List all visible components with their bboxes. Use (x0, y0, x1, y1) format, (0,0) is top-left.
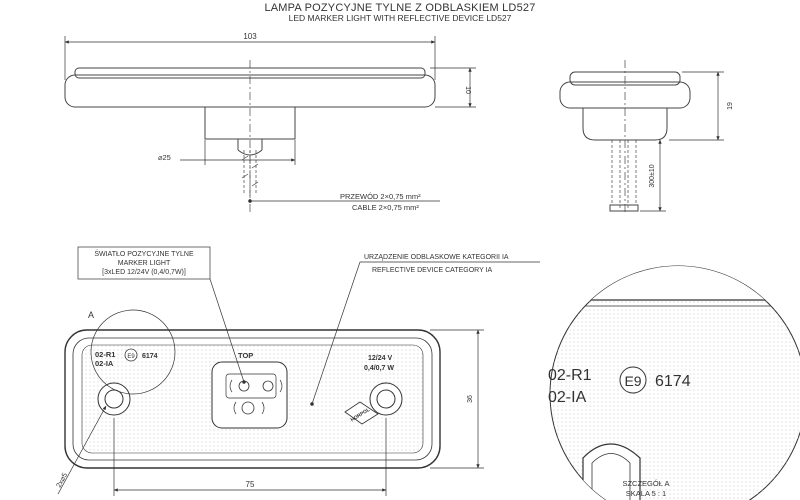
lamp-code-1: 02-R1 (95, 350, 115, 359)
front-view-housing (64, 329, 441, 469)
marker-note-box (77, 246, 246, 384)
dim-height-total (669, 71, 724, 141)
dim-width-total (64, 36, 436, 80)
power-marking: 0,4/0,7 W (364, 365, 394, 372)
cable-note-en: CABLE 2×0,75 mm² (352, 203, 419, 212)
dim-length-holes (113, 418, 387, 496)
front-view-led-2 (262, 380, 274, 392)
voltage-marking: 12/24 V (368, 355, 392, 362)
cable-note-pl: PRZEWÓD 2×0,75 mm² (340, 192, 421, 201)
dim-height-side-label: 10 (464, 86, 471, 94)
front-view-inner-edge (72, 337, 433, 461)
reflector-note-en: REFLECTIVE DEVICE CATEGORY IA (372, 267, 493, 274)
detail-a-label: A (88, 310, 94, 320)
end-view-cable (611, 140, 637, 210)
dim-width-total-label: 103 (243, 32, 257, 41)
front-view (64, 309, 441, 469)
side-view (64, 60, 436, 215)
marker-note-line2: MARKER LIGHT (118, 260, 171, 267)
reflector-leader (310, 261, 540, 406)
side-view-cable-break-marks (241, 155, 259, 187)
detail-approval-number: 6174 (655, 373, 691, 390)
dim-hole-diameter-label: 2x⌀5 (56, 472, 70, 489)
dim-height-front-label: 36 (467, 395, 474, 403)
end-view (559, 60, 691, 215)
side-view-socket (204, 106, 296, 140)
side-view-cable (243, 150, 257, 205)
dim-height-total-label: 19 (727, 102, 734, 110)
dim-cable-length (640, 139, 666, 212)
approval-number: 6174 (142, 353, 158, 360)
dim-height-side (430, 67, 476, 108)
detail-code-2: 02-IA (548, 389, 587, 406)
cable-leader (248, 199, 440, 203)
top-marking: TOP (238, 351, 253, 360)
front-view-led-light-arcs (229, 379, 283, 415)
dim-height-front (430, 329, 484, 469)
lamp-code-2: 02-IA (95, 359, 114, 368)
detail-scale: SKALA 5 : 1 (626, 489, 666, 498)
dim-hole-diameter (57, 405, 107, 495)
detail-caption: SZCZEGÓŁ A (622, 479, 669, 488)
drawing-title-en: LED MARKER LIGHT WITH REFLECTIVE DEVICE … (288, 13, 512, 23)
brand-diamond-logo (344, 401, 379, 425)
detail-e-mark-circle (619, 366, 647, 394)
e-mark-circle (124, 348, 138, 362)
dim-cable-length-label: 300±10 (649, 164, 656, 187)
e-mark-text: E9 (127, 354, 135, 360)
dim-diameter (180, 140, 296, 165)
drawing-title-pl: LAMPA POZYCYJNE TYLNE Z ODBLASKIEM LD527 (264, 2, 536, 14)
dim-diameter-label: ⌀25 (158, 153, 171, 162)
detail-code-1: 02-R1 (548, 367, 592, 384)
front-view-led-chamber (225, 373, 277, 399)
mounting-hole-right-inner (376, 389, 396, 409)
marker-note-line3: [3xLED 12/24V (0,4/0,7W)] (102, 269, 186, 276)
detail-a-circle (90, 309, 176, 395)
reflector-note-pl: URZĄDZENIE ODBLASKOWE KATEGORII IA (364, 254, 509, 261)
marker-note-line1: ŚWIATŁO POZYCYJNE TYLNE (94, 249, 194, 258)
front-view-led-3 (241, 401, 255, 415)
mounting-hole-left-inner (104, 389, 124, 409)
end-view-cable-end (609, 204, 639, 212)
dim-length-holes-label: 75 (246, 480, 255, 489)
detail-e-mark-text: E9 (624, 373, 641, 389)
